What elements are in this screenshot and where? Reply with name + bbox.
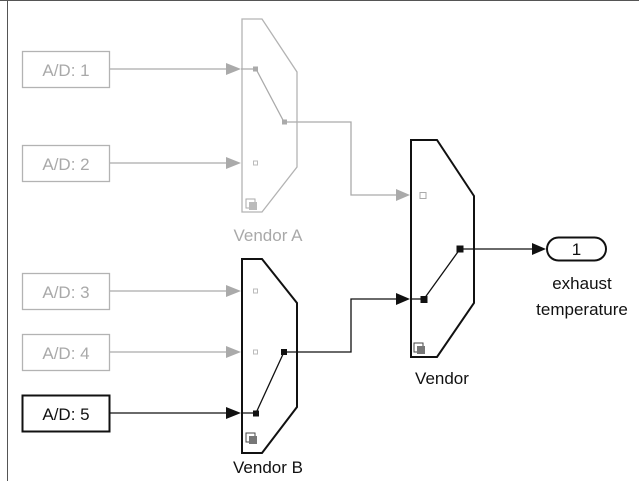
switch-port-vendor-a-in2 (253, 160, 258, 166)
input-block-ad2[interactable]: A/D: 2 (21, 144, 111, 183)
arrowhead-vendor-out (532, 243, 546, 255)
output-label-line1: exhaust (552, 274, 612, 293)
arrowhead-vendor-b-out (396, 293, 410, 305)
switch-block-vendor-b[interactable]: Vendor B (233, 258, 303, 477)
switch-label-vendor-b: Vendor B (233, 458, 303, 477)
output-port-block[interactable]: 1 exhaust temperature (536, 236, 628, 320)
switch-label-vendor: Vendor (415, 369, 469, 388)
switch-route-vendor-a (241, 68, 297, 123)
arrowhead-vendor-a-out (396, 189, 410, 201)
switch-port-vendor-in2 (420, 296, 428, 303)
arrowhead-ad5 (226, 407, 241, 419)
switch-port-vendor-a-in1 (253, 66, 258, 72)
arrowhead-ad2 (226, 157, 241, 169)
signal-lines (110, 63, 546, 419)
output-port-number: 1 (572, 240, 581, 259)
input-label-ad1: A/D: 1 (42, 61, 89, 80)
arrowhead-ad1 (226, 63, 241, 75)
switch-port-vendor-a-out (282, 119, 287, 125)
switch-port-vendor-b-in3 (253, 410, 259, 417)
switch-route-vendor (410, 248, 474, 300)
switch-port-vendor-b-in1 (253, 288, 258, 294)
output-port-shape (546, 236, 607, 262)
output-label-line2: temperature (536, 300, 628, 319)
switch-port-vendor-in1 (419, 192, 427, 199)
switch-route-vendor-b (241, 351, 296, 414)
input-block-ad3[interactable]: A/D: 3 (21, 272, 111, 311)
arrowheads (226, 63, 546, 419)
input-label-ad2: A/D: 2 (42, 155, 89, 174)
control-port-fill-vendor-b (249, 436, 257, 444)
control-port-fill-vendor-a (249, 202, 257, 210)
input-block-ad5[interactable]: A/D: 5 (21, 394, 111, 433)
switch-block-vendor[interactable]: Vendor (410, 139, 475, 388)
switch-label-vendor-a: Vendor A (233, 226, 303, 245)
arrowhead-ad3 (226, 285, 241, 297)
switch-port-vendor-b-in2 (253, 349, 258, 355)
switch-block-vendor-a[interactable]: Vendor A (233, 18, 303, 245)
signal-line-vendor-b-out[interactable] (296, 298, 396, 353)
switch-port-vendor-out (456, 245, 464, 253)
input-block-ad1[interactable]: A/D: 1 (21, 50, 111, 89)
input-label-ad4: A/D: 4 (42, 344, 89, 363)
switch-port-vendor-b-out (281, 349, 287, 355)
input-label-ad5: A/D: 5 (42, 405, 89, 424)
signal-line-vendor-a-out[interactable] (297, 121, 396, 196)
input-block-ad4[interactable]: A/D: 4 (21, 333, 111, 372)
arrowhead-ad4 (226, 346, 241, 358)
control-port-fill-vendor (417, 346, 425, 354)
input-label-ad3: A/D: 3 (42, 283, 89, 302)
